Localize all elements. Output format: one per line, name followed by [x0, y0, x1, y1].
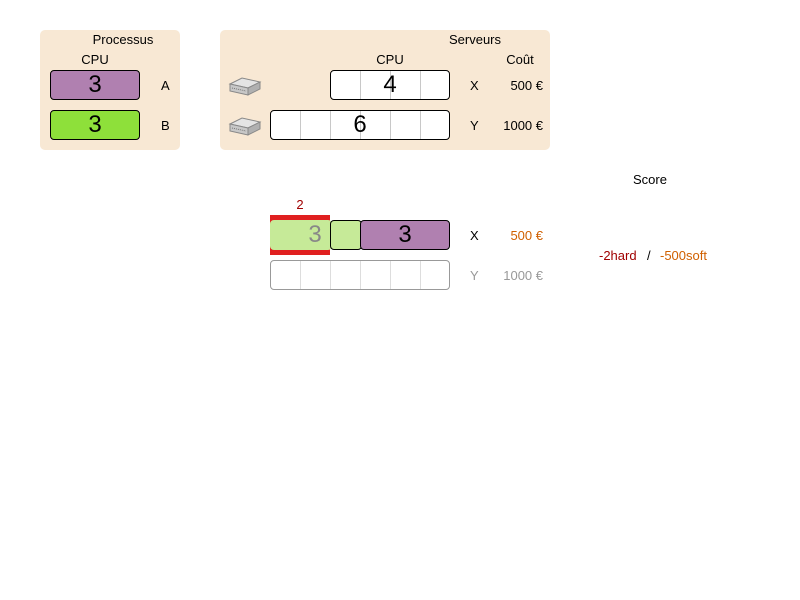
assigned-block-b-value: 3 [308, 221, 322, 248]
processes-cpu-header: CPU [81, 52, 109, 67]
servers-cost-header: Coût [506, 52, 534, 67]
server-x-label: X [470, 78, 479, 93]
server-x-capacity[interactable]: 4 [330, 70, 450, 100]
assigned-block-a[interactable]: 3 [360, 220, 450, 250]
assigned-server-y-cost: 1000 € [503, 268, 543, 283]
server-x-cpu-value: 4 [383, 71, 397, 98]
assigned-server-x-cost: 500 € [510, 228, 543, 243]
server-y-label: Y [470, 118, 479, 133]
score-title: Score [633, 172, 667, 187]
process-a-label: A [161, 78, 170, 93]
servers-cpu-header: CPU [376, 52, 404, 67]
server-x-cost: 500 € [510, 78, 543, 93]
server-y-cost: 1000 € [503, 118, 543, 133]
assigned-block-b-overflow[interactable]: 3 [270, 220, 332, 250]
process-b-cpu[interactable]: 3 [50, 110, 140, 140]
assigned-block-a-value: 3 [398, 221, 412, 248]
process-b-cpu-value: 3 [88, 111, 102, 138]
overload-amount: 2 [296, 197, 304, 212]
processes-title: Processus [92, 32, 154, 47]
score-hard: -2hard [599, 248, 637, 263]
server-icon [228, 77, 262, 96]
score-soft: -500soft [660, 248, 707, 263]
server-y-cpu-value: 6 [353, 111, 367, 138]
server-y-capacity[interactable]: 6 [270, 110, 450, 140]
server-icon [228, 117, 262, 136]
process-a-cpu-value: 3 [88, 71, 102, 98]
process-a-cpu[interactable]: 3 [50, 70, 140, 100]
assigned-server-y-label: Y [470, 268, 479, 283]
assigned-block-b[interactable] [330, 220, 362, 250]
score-separator: / [647, 248, 651, 263]
assigned-server-x-label: X [470, 228, 479, 243]
assigned-server-y[interactable] [270, 260, 450, 290]
process-b-label: B [161, 118, 170, 133]
servers-title: Serveurs [448, 32, 502, 47]
